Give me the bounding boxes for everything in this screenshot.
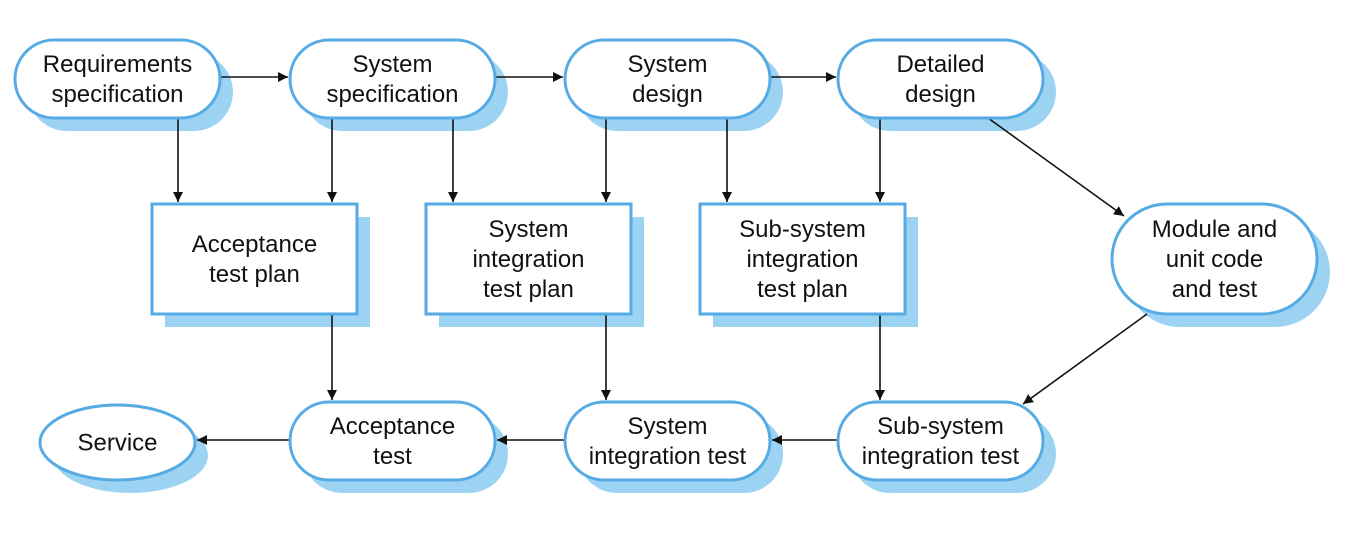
sub-system-integration-test-label-line-1: Sub-system	[877, 413, 1004, 440]
requirements-specification-label-line-1: Requirements	[43, 51, 192, 78]
arrow-module-and-unit-code-and-test-to-sub-system-integration-test	[1022, 313, 1148, 405]
service-label-line-1: Service	[77, 430, 157, 457]
acceptance-test-plan-label-line-2: test plan	[209, 261, 300, 288]
detailed-design-label-line-2: design	[905, 81, 976, 108]
service-shape	[38, 403, 197, 482]
module-and-unit-code-and-test-label-line-3: and test	[1172, 276, 1258, 303]
system-specification-shape	[288, 38, 497, 120]
module-and-unit-code-and-test-shape	[1110, 202, 1319, 316]
detailed-design-label-line-1: Detailed	[896, 51, 984, 78]
acceptance-test-label-line-1: Acceptance	[330, 413, 455, 440]
requirements-specification-label-line-2: specification	[51, 81, 183, 108]
node-acceptance-test-plan: Acceptance test plan	[150, 202, 359, 316]
node-system-integration-test: System integration test	[563, 400, 772, 482]
acceptance-test-plan-label-line-1: Acceptance	[192, 231, 317, 258]
node-system-integration-test-plan: System integration test plan	[424, 202, 633, 316]
system-integration-test-plan-label-line-3: test plan	[483, 276, 574, 303]
edge-layer	[173, 72, 1148, 445]
node-sub-system-integration-test: Sub-system integration test	[836, 400, 1045, 482]
sub-system-integration-test-label-line-2: integration test	[862, 443, 1020, 470]
system-specification-label-line-1: System	[352, 51, 432, 78]
requirements-specification-shape	[13, 38, 222, 120]
system-design-shape	[563, 38, 772, 120]
module-and-unit-code-and-test-label-line-2: unit code	[1166, 246, 1263, 273]
module-and-unit-code-and-test-label-line-1: Module and	[1152, 216, 1277, 243]
acceptance-test-label-line-2: test	[373, 443, 412, 470]
sub-system-integration-test-plan-label-line-3: test plan	[757, 276, 848, 303]
sub-system-integration-test-plan-shape	[698, 202, 907, 316]
system-integration-test-plan-label-line-2: integration	[472, 246, 584, 273]
detailed-design-shape	[836, 38, 1045, 120]
arrow-detailed-design-to-module-and-unit-code-and-test	[987, 117, 1125, 217]
system-integration-test-plan-label-line-1: System	[488, 216, 568, 243]
node-acceptance-test: Acceptance test	[288, 400, 497, 482]
sub-system-integration-test-shape	[836, 400, 1045, 482]
system-design-label-line-2: design	[632, 81, 703, 108]
node-system-design: System design	[563, 38, 772, 120]
node-service: Service	[38, 403, 197, 482]
acceptance-test-plan-shape	[150, 202, 359, 316]
node-requirements-specification: Requirements specification	[13, 38, 222, 120]
node-sub-system-integration-test-plan: Sub-system integration test plan	[698, 202, 907, 316]
system-integration-test-label-line-1: System	[627, 413, 707, 440]
node-system-specification: System specification	[288, 38, 497, 120]
acceptance-test-shape	[288, 400, 497, 482]
system-design-label-line-1: System	[627, 51, 707, 78]
sub-system-integration-test-plan-label-line-2: integration	[746, 246, 858, 273]
node-module-and-unit-code-and-test: Module and unit code and test	[1110, 202, 1319, 316]
system-integration-test-plan-shape	[424, 202, 633, 316]
node-detailed-design: Detailed design	[836, 38, 1045, 120]
sub-system-integration-test-plan-label-line-1: Sub-system	[739, 216, 866, 243]
system-specification-label-line-2: specification	[326, 81, 458, 108]
system-integration-test-shape	[563, 400, 772, 482]
node-layer: RequirementsspecificationSystemspecifica…	[13, 38, 1319, 482]
system-integration-test-label-line-2: integration test	[589, 443, 747, 470]
